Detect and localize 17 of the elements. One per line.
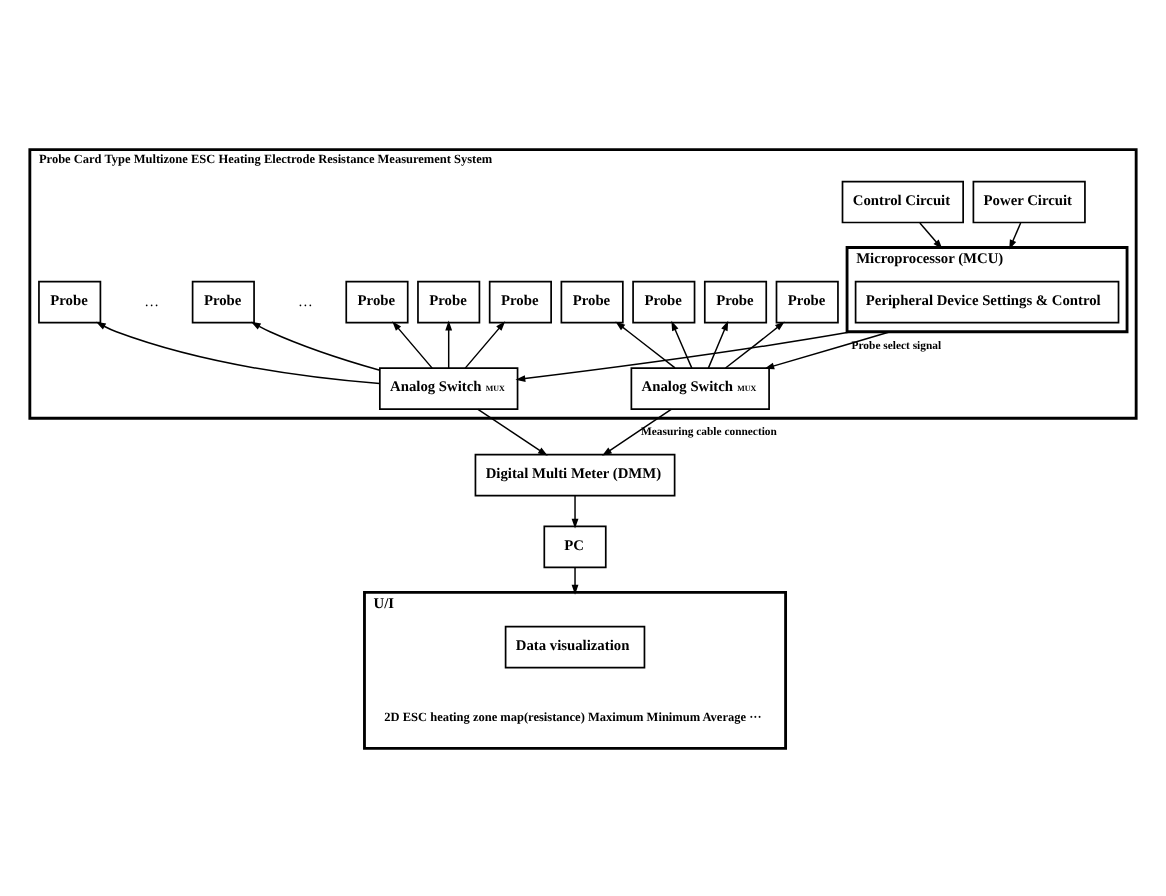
arrow — [615, 320, 676, 368]
arrow — [602, 407, 672, 455]
arrow — [707, 319, 729, 368]
arrow — [724, 320, 785, 368]
arrow — [671, 319, 693, 368]
arrow — [392, 320, 433, 368]
arrow — [250, 320, 381, 371]
arrow — [95, 320, 381, 384]
arrow — [764, 330, 891, 369]
arrow — [464, 320, 506, 368]
arrow — [477, 407, 548, 455]
arrow — [571, 494, 579, 528]
arrow — [571, 566, 579, 594]
arrow — [515, 330, 853, 381]
arrow — [919, 221, 943, 249]
arrow — [445, 319, 453, 368]
arrow — [1009, 221, 1022, 249]
